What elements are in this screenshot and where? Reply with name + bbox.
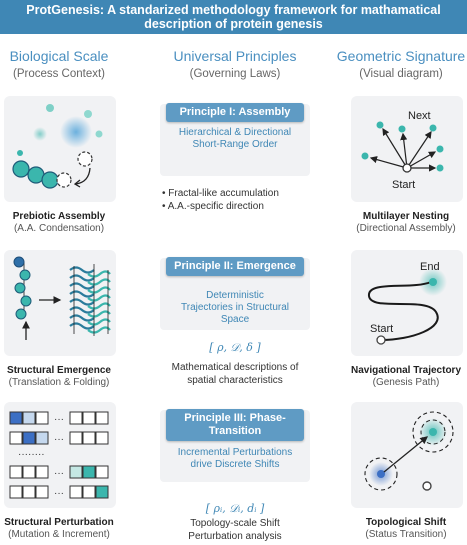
navigational-trajectory-panel: End Start bbox=[351, 250, 463, 356]
principle-2-formula: [ ρ, 𝒟, δ ] bbox=[209, 341, 261, 354]
start-label: Start bbox=[392, 179, 415, 191]
principle-3-formula: [ ρᵢ, 𝒟ᵢ, dᵢ ] bbox=[205, 502, 265, 515]
prebiotic-assembly-panel bbox=[4, 96, 116, 202]
structural-emergence-illustration bbox=[13, 256, 111, 340]
column-header-geometric-signature: Geometric Signature (Visual diagram) bbox=[335, 48, 467, 82]
bullet-item: • Fractal-like accumulation bbox=[162, 188, 279, 199]
column-title: Biological Scale bbox=[9, 48, 109, 64]
principle-1-title: Principle I: Assembly bbox=[166, 103, 304, 122]
column-subtitle: (Governing Laws) bbox=[189, 68, 281, 80]
principle-3-title: Principle III: Phase-Transition bbox=[166, 409, 304, 441]
principle-1-description: Hierarchical & Directional Short-Range O… bbox=[178, 127, 292, 150]
navigational-trajectory-diagram: End Start bbox=[368, 261, 447, 345]
structural-perturbation-caption: Structural Perturbation (Mutation & Incr… bbox=[4, 517, 114, 540]
principle-1-bullets: • Fractal-like accumulation • A.A.-speci… bbox=[162, 187, 332, 213]
structural-perturbation-panel: ··· ··· ··· ··· ········ bbox=[4, 402, 116, 508]
prebiotic-assembly-illustration bbox=[12, 104, 103, 189]
principle-2-title: Principle II: Emergence bbox=[166, 257, 304, 276]
principle-2-description: Deterministic Trajectories in Structural… bbox=[181, 290, 289, 325]
prebiotic-assembly-caption: Prebiotic Assembly (A.A. Condensation) bbox=[12, 211, 106, 234]
column-header-universal-principles: Universal Principles (Governing Laws) bbox=[145, 48, 325, 82]
multilayer-nesting-caption: Multilayer Nesting (Directional Assembly… bbox=[356, 211, 456, 234]
title-banner: ProtGenesis: A standarized methodology f… bbox=[0, 0, 467, 34]
column-header-biological-scale: Biological Scale (Process Context) bbox=[0, 48, 118, 82]
next-label: Next bbox=[408, 110, 431, 122]
bullet-item: • A.A.-specific direction bbox=[162, 201, 264, 212]
structural-emergence-panel bbox=[4, 250, 116, 356]
svg-text:········: ········ bbox=[18, 449, 45, 460]
column-title: Geometric Signature bbox=[336, 48, 466, 64]
navigational-trajectory-caption: Navigational Trajectory (Genesis Path) bbox=[350, 365, 462, 388]
column-title: Universal Principles bbox=[173, 48, 297, 64]
column-subtitle: (Process Context) bbox=[12, 68, 106, 80]
structural-emergence-caption: Structural Emergence (Translation & Fold… bbox=[7, 365, 111, 388]
column-subtitle: (Visual diagram) bbox=[359, 68, 443, 80]
principle-2-notes: Mathematical descriptions of spatial cha… bbox=[171, 362, 299, 386]
topological-shift-diagram bbox=[364, 411, 454, 491]
multilayer-nesting-panel: Next Start bbox=[351, 96, 463, 202]
topological-shift-caption: Topological Shift (Status Transition) bbox=[365, 517, 447, 540]
topological-shift-panel bbox=[351, 402, 463, 508]
multilayer-nesting-diagram: Next Start bbox=[361, 110, 444, 191]
svg-text:···: ··· bbox=[54, 468, 64, 479]
main-title: ProtGenesis: A standarized methodology f… bbox=[26, 3, 441, 31]
start-label: Start bbox=[370, 323, 393, 335]
principle-3-notes: Topology-scale Shift Perturbation analys… bbox=[188, 518, 282, 542]
structural-perturbation-illustration: ··· ··· ··· ··· ········ bbox=[9, 411, 109, 499]
principle-3-description: Incremental Perturbations drive Discrete… bbox=[177, 447, 293, 470]
end-label: End bbox=[420, 261, 440, 273]
svg-text:···: ··· bbox=[54, 434, 64, 445]
svg-text:···: ··· bbox=[54, 488, 64, 499]
svg-text:···: ··· bbox=[54, 414, 64, 425]
